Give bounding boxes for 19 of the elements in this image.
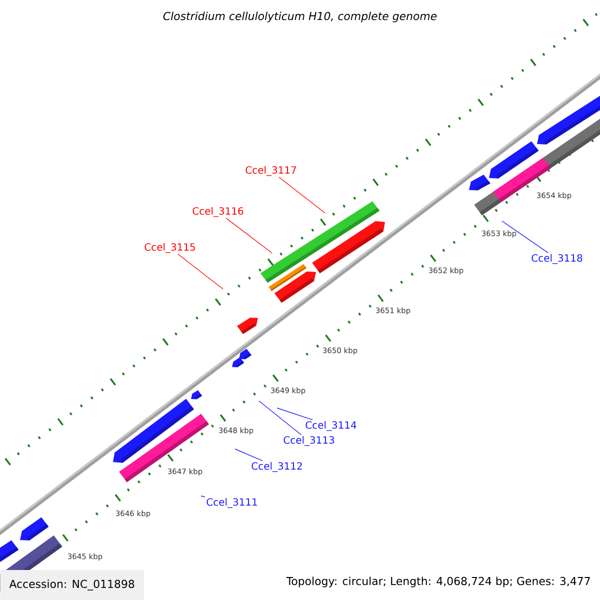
gene-label: Ccel_3116 [192,207,244,217]
leader-line [502,220,548,254]
leader-line [278,176,326,214]
gene-label: Ccel_3117 [246,166,296,176]
gene-label: Ccel_3113 [284,436,334,446]
leader-line [226,218,272,254]
gene-label: Ccel_3111 [206,498,257,508]
gene-label: Ccel_3112 [252,462,302,472]
title: Clostridium cellulolyticum H10, complete genome [163,12,437,22]
gene-label: Ccel_3118 [532,254,582,264]
gene-label: Ccel_3114 [306,421,356,431]
leader-line [200,496,206,498]
leader-line [276,408,313,420]
gene-label: Ccel_3115 [144,243,195,253]
summary-text: Topology: circular; Length: 4,068,724 bp; Genes: 3,477 [286,576,590,588]
leader-line [258,400,302,436]
accession-text: Accession: NC_011898 [0,570,144,600]
leader-line [178,254,224,290]
leader-line [234,448,263,462]
